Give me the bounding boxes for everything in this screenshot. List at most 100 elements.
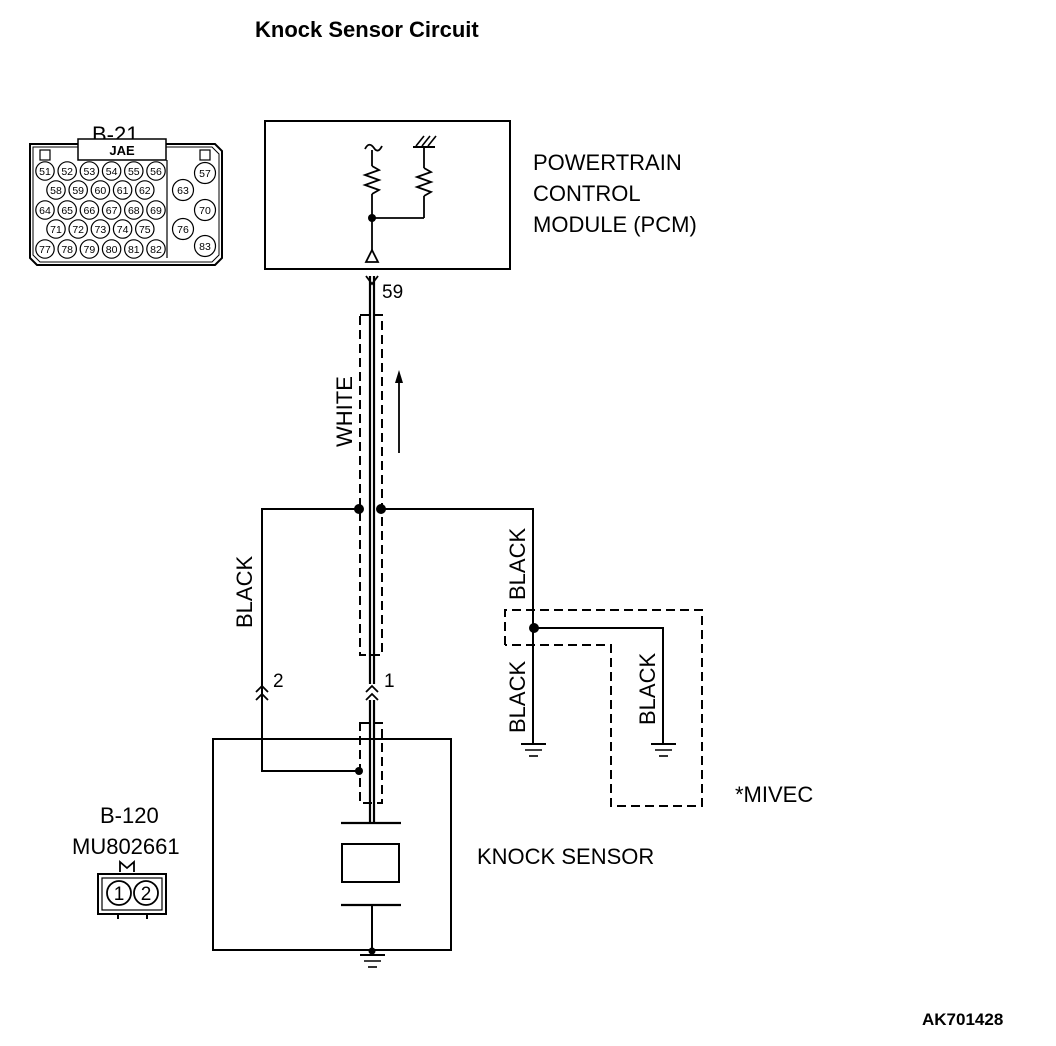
mivec-option-boundary xyxy=(504,609,703,807)
connector-b21-pin-label: 58 xyxy=(50,185,62,197)
connector-b21-pin xyxy=(124,161,144,181)
left-ground-wire xyxy=(261,508,359,772)
pcm-resistor-left xyxy=(362,165,382,195)
pcm-resistor-right xyxy=(414,167,434,197)
pcm-input-triangle-icon xyxy=(364,247,380,263)
connector-b21-pin-label: 74 xyxy=(117,224,129,236)
connector-b21-pin-label: 64 xyxy=(39,205,51,217)
knock-sensor-label: KNOCK SENSOR xyxy=(477,844,654,869)
connector-b21-pin-label: 67 xyxy=(106,205,118,217)
connector-b21-pin xyxy=(68,219,88,239)
connector-b21-latch-left xyxy=(39,149,51,161)
figure-code: AK701428 xyxy=(922,1010,1003,1029)
connector-b21-pin-label: 55 xyxy=(128,166,140,178)
sensor-connector-pin-2: 2 xyxy=(273,671,284,692)
pcm-module: POWERTRAIN CONTROL MODULE (PCM) xyxy=(264,120,697,270)
connector-b21-pin xyxy=(35,161,55,181)
connector-b120-pin xyxy=(106,880,132,906)
pcm-box xyxy=(264,120,511,270)
connector-b21-pin-label: 61 xyxy=(117,185,129,197)
connector-b21-pin-label: 62 xyxy=(139,185,151,197)
pcm-label-line3: MODULE (PCM) xyxy=(533,212,697,237)
ground-icon xyxy=(521,743,546,757)
connector-b21-pin-label: 81 xyxy=(128,244,140,256)
connector-b21-pin-label: 56 xyxy=(150,166,162,178)
connector-b120-name: B-120 xyxy=(100,803,159,828)
mivec-ground-wire xyxy=(534,627,664,744)
diagram-title: Knock Sensor Circuit xyxy=(255,17,479,42)
pcm-power-symbol xyxy=(364,143,383,152)
connector-b21-pin xyxy=(146,200,166,220)
connector-b21-pin-label: 63 xyxy=(177,185,189,197)
connector-b21-pin-label: 70 xyxy=(199,205,211,217)
knock-sensor-box xyxy=(212,738,452,951)
connector-b21-inner-outline xyxy=(32,146,220,263)
pcm-label-line1: POWERTRAIN xyxy=(533,150,682,175)
connector-terminal-icon xyxy=(255,684,269,701)
connector-b21-pin xyxy=(146,161,166,181)
connector-b21-pin xyxy=(135,180,155,200)
connector-b21-maker: JAE xyxy=(109,143,135,158)
connector-b21-latch-right xyxy=(199,149,211,161)
connector-b21-outline xyxy=(29,143,223,266)
connector-b21-pin xyxy=(112,180,133,200)
connector-b21-pin xyxy=(79,161,100,181)
connector-b21-pin-label: 51 xyxy=(39,166,51,178)
pcm-label-line2: CONTROL xyxy=(533,181,641,206)
connector-b21-pin-label: 73 xyxy=(95,224,107,236)
connector-b21-pin-label: 83 xyxy=(199,241,211,253)
wire-color-mivec-right: BLACK xyxy=(635,653,660,725)
connector-b120-pin-label: 2 xyxy=(141,884,152,905)
connector-b21-pin xyxy=(79,239,100,259)
connector-b21-pin xyxy=(135,219,155,239)
connector-b21-pin-label: 69 xyxy=(150,205,162,217)
wire-color-main: WHITE xyxy=(332,376,357,447)
piezo-element-icon xyxy=(341,843,400,883)
right-ground-wire xyxy=(381,508,534,744)
connector-b21-pin xyxy=(112,219,133,239)
connector-b21-pin xyxy=(101,161,122,181)
connector-b21-pin-label: 80 xyxy=(106,244,118,256)
main-signal-wire xyxy=(368,276,376,684)
connector-b120-pin xyxy=(133,880,159,906)
connector-b120-body xyxy=(97,873,167,915)
connector-b21-pin xyxy=(68,180,88,200)
connector-b21-pin xyxy=(35,200,55,220)
connector-b21-pin xyxy=(46,180,66,200)
signal-direction-arrow-icon xyxy=(395,370,403,453)
connector-b21-pin xyxy=(57,161,77,181)
sensor-wire-shield xyxy=(359,722,383,804)
wire-color-mivec-left: BLACK xyxy=(505,661,530,733)
connector-b21-pin-label: 60 xyxy=(95,185,107,197)
connector-b21-pin-label: 53 xyxy=(84,166,96,178)
sensor-ground-junction xyxy=(368,947,376,955)
connector-b21-pin-label: 76 xyxy=(177,224,189,236)
wire-color-left: BLACK xyxy=(232,556,257,628)
wire-color-right: BLACK xyxy=(505,528,530,600)
connector-b21-pin xyxy=(35,239,55,259)
connector-b120-inner xyxy=(101,877,163,911)
connector-b21-pin xyxy=(124,200,144,220)
connector-b21-pin-label: 54 xyxy=(106,166,118,178)
connector-b21-pin xyxy=(193,161,217,185)
connector-terminal-icon xyxy=(365,684,379,701)
connector-b21-pin-label: 72 xyxy=(72,224,84,236)
connector-b21-pin xyxy=(90,180,111,200)
pcm-terminal-icon xyxy=(365,275,379,286)
connector-b21-pin xyxy=(101,239,122,259)
connector-latch-icon xyxy=(119,860,135,872)
connector-b21-pin xyxy=(90,219,111,239)
connector-b21-pin xyxy=(146,239,166,259)
connector-b21-pin xyxy=(124,239,144,259)
connector-b21-pin-label: 77 xyxy=(39,244,51,256)
connector-b120-face: 1 2 xyxy=(97,860,167,919)
connector-b21-pin-label: 68 xyxy=(128,205,140,217)
ground-icon xyxy=(360,954,385,968)
knock-sensor-lead xyxy=(368,700,376,823)
mivec-label: *MIVEC xyxy=(735,782,813,807)
pcm-terminal-number: 59 xyxy=(382,282,403,303)
connector-b120-part-number: MU802661 xyxy=(72,834,180,859)
chassis-ground-icon xyxy=(415,135,437,147)
